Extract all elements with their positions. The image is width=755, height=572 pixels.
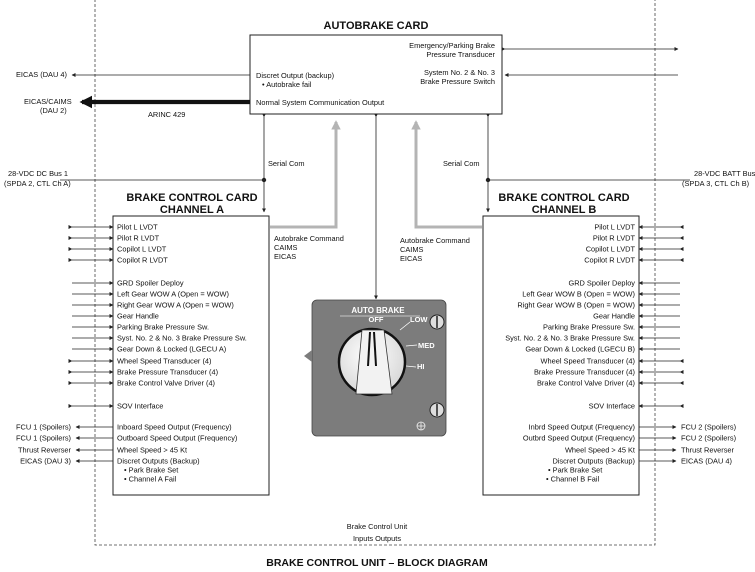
channel-a-external-label: FCU 1 (Spoilers) [16,434,71,443]
channel-b-title-2: CHANNEL B [532,204,597,216]
panel-screw-top [429,314,445,330]
panel-low-label: LOW [410,315,428,324]
autobrake-fail-label: • Autobrake fail [262,80,312,89]
channel-b-item: Pilot R LVDT [593,234,636,243]
channel-b-card [482,215,640,496]
channel-a-item: Outboard Speed Output (Frequency) [117,434,237,443]
svg-text:CAIMS: CAIMS [400,245,423,254]
channel-a-item: Wheel Speed > 45 Kt [117,446,187,455]
channel-a-item: Brake Pressure Transducer (4) [117,368,218,377]
channel-b-external-label: FCU 2 (Spoilers) [681,434,736,443]
svg-text:EICAS: EICAS [274,252,296,261]
channel-b-item: Wheel Speed > 45 Kt [565,446,635,455]
emergency-transducer-label: Emergency/Parking Brake [409,41,495,50]
channel-a-item: • Channel A Fail [124,475,177,484]
channel-b-item: Parking Brake Pressure Sw. [543,323,635,332]
channel-b-item: Gear Down & Locked (LGECU B) [525,345,635,354]
channel-b-title: BRAKE CONTROL CARD [498,192,629,204]
channel-a-title-2: CHANNEL A [160,204,224,216]
channel-a-card [112,215,270,496]
panel-hi-label: HI [417,362,425,371]
bus-left-label: 28-VDC DC Bus 1 [8,169,68,178]
svg-text:Autobrake Command: Autobrake Command [274,234,344,243]
inputs-outputs-label: Inputs Outputs [353,534,401,543]
eicas-caims-label-2: (DAU 2) [40,106,67,115]
channel-b-item: • Park Brake Set [548,466,602,475]
svg-text:Autobrake Command: Autobrake Command [400,236,470,245]
channel-b-item: Pilot L LVDT [594,223,635,232]
channel-a-item: • Park Brake Set [124,466,178,475]
discret-output-label: Discret Output (backup) [256,71,334,80]
autobrake-card [249,34,503,115]
pressure-switch-label-2: Brake Pressure Switch [420,77,495,86]
channel-a-title: BRAKE CONTROL CARD [126,192,257,204]
channel-a-external-label: EICAS (DAU 3) [20,457,71,466]
channel-a-external-label: FCU 1 (Spoilers) [16,423,71,432]
channel-b-item: SOV Interface [589,402,635,411]
serial-com-b-label: Serial Com [443,159,480,168]
autobrake-command-a: Autobrake Command CAIMS EICAS [274,234,344,261]
eicas-dau4-left-label: EICAS (DAU 4) [16,70,67,79]
channel-b-item: Wheel Speed Transducer (4) [541,357,635,366]
diagram-title: BRAKE CONTROL UNIT – BLOCK DIAGRAM [266,557,488,569]
channel-a-item: Brake Control Valve Driver (4) [117,379,215,388]
bcu-boundary [94,0,656,546]
panel-light-icon [416,421,426,431]
autobrake-panel-title: AUTO BRAKE [351,306,405,315]
pressure-switch-label: System No. 2 & No. 3 [424,68,495,77]
channel-a-item: GRD Spoiler Deploy [117,279,184,288]
channel-a-item: Discret Outputs (Backup) [117,457,200,466]
channel-b-item: Syst. No. 2 & No. 3 Brake Pressure Sw. [505,334,635,343]
bus-right-label-2: (SPDA 3, CTL Ch B) [682,179,749,188]
channel-a-item: Copilot R LVDT [117,256,168,265]
channel-a-item: Gear Down & Locked (LGECU A) [117,345,226,354]
channel-b-item: Inbrd Speed Output (Frequency) [529,423,635,432]
channel-b-external-label: EICAS (DAU 4) [681,457,732,466]
channel-a-item: Copilot L LVDT [117,245,167,254]
channel-a-item: Left Gear WOW A (Open = WOW) [117,290,229,299]
channel-a-item: Pilot R LVDT [117,234,160,243]
channel-a-item: Parking Brake Pressure Sw. [117,323,209,332]
channel-b-item: Outbrd Speed Output (Frequency) [523,434,635,443]
channel-b-item: Gear Handle [593,312,635,321]
arinc-label: ARINC 429 [148,110,185,119]
svg-text:CAIMS: CAIMS [274,243,297,252]
svg-text:EICAS: EICAS [400,254,422,263]
autobrake-card-title: AUTOBRAKE CARD [324,20,429,32]
panel-off-label: OFF [369,315,384,324]
channel-a-item: Wheel Speed Transducer (4) [117,357,211,366]
channel-b-item: • Channel B Fail [546,475,599,484]
channel-a-item: Inboard Speed Output (Frequency) [117,423,232,432]
autobrake-selector-knob[interactable] [337,327,407,397]
channel-a-external-label: Thrust Reverser [18,446,72,455]
channel-b-item: Brake Control Valve Driver (4) [537,379,635,388]
eicas-caims-label: EICAS/CAIMS [24,97,72,106]
channel-a-item: Right Gear WOW A (Open = WOW) [117,301,234,310]
autobrake-command-b: Autobrake Command CAIMS EICAS [400,236,470,263]
panel-screw-bottom [429,402,445,418]
normal-comm-label: Normal System Communication Output [256,98,384,107]
emergency-transducer-label-2: Pressure Transducer [426,50,495,59]
bus-left-label-2: (SPDA 2, CTL Ch A) [4,179,71,188]
channel-b-item: GRD Spoiler Deploy [568,279,635,288]
channel-a-item: SOV Interface [117,402,163,411]
channel-a-item: Gear Handle [117,312,159,321]
channel-b-external-label: Thrust Reverser [681,446,735,455]
bcu-label: Brake Control Unit [347,522,407,531]
bus-right-label: 28-VDC BATT Bus [694,169,755,178]
channel-a-item: Pilot L LVDT [117,223,158,232]
channel-b-item: Left Gear WOW B (Open = WOW) [522,290,635,299]
channel-b-item: Copilot R LVDT [584,256,635,265]
channel-b-item: Discret Outputs (Backup) [552,457,635,466]
channel-b-external-label: FCU 2 (Spoilers) [681,423,736,432]
channel-b-item: Right Gear WOW B (Open = WOW) [517,301,635,310]
serial-com-a-label: Serial Com [268,159,305,168]
channel-b-item: Brake Pressure Transducer (4) [534,368,635,377]
panel-med-label: MED [418,341,435,350]
channel-a-item: Syst. No. 2 & No. 3 Brake Pressure Sw. [117,334,247,343]
channel-b-item: Copilot L LVDT [586,245,636,254]
